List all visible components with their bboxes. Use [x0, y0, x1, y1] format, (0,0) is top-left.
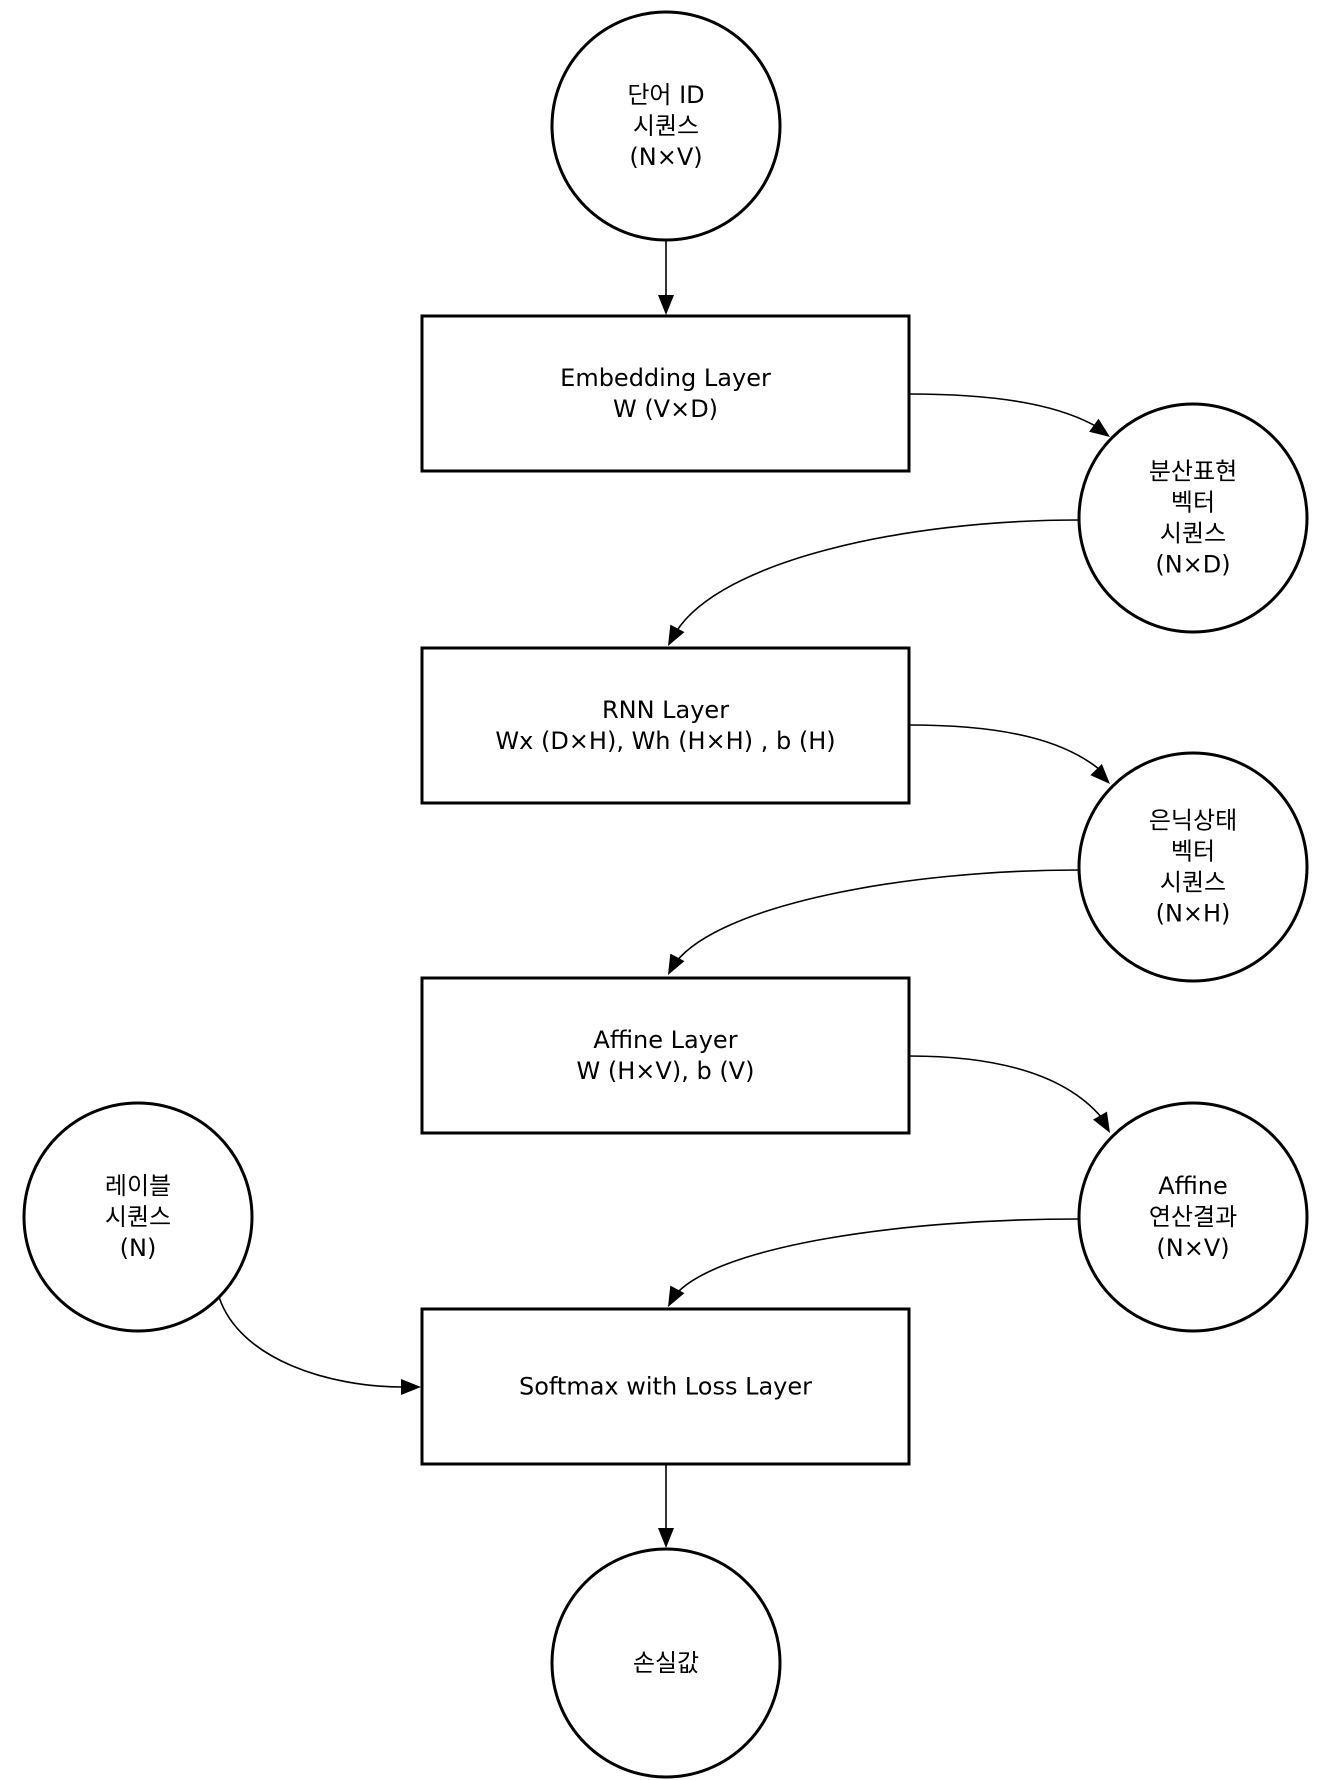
node-loss: 손실값 — [550, 1547, 782, 1779]
node-softmax-loss-layer: Softmax with Loss Layer — [420, 1307, 911, 1466]
nodes-layer: 단어 ID 시퀀스 (N×V) Embedding Layer W (V×D) 분산표현벡… — [22, 10, 1309, 1779]
node-label-line: 은닉상태 — [1149, 807, 1237, 835]
arrowhead-icon — [658, 295, 674, 315]
arrowhead-icon — [658, 1528, 674, 1548]
node-label-line: 연산결과 — [1149, 1203, 1237, 1231]
edge-labels-to-softmax-loss-layer — [218, 1296, 421, 1395]
node-label-line: Wx (D×H), Wh (H×H) , b (H) — [495, 727, 835, 755]
arrowhead-icon — [1089, 418, 1110, 437]
node-circle — [22, 1101, 254, 1333]
node-embedding-layer: Embedding Layer W (V×D) — [420, 314, 911, 473]
node-box — [420, 646, 911, 805]
edges-layer — [218, 240, 1110, 1548]
edge-line — [675, 519, 1080, 633]
arrowhead-icon — [668, 1285, 685, 1307]
edge-line — [675, 1218, 1080, 1295]
node-label-line: Affine Layer — [593, 1026, 737, 1054]
arrowhead-icon — [401, 1379, 421, 1395]
node-label-line: RNN Layer — [602, 696, 729, 724]
node-label-line: 시퀀스 — [633, 112, 699, 140]
node-label-line: 벡터 — [1171, 489, 1215, 517]
node-label-line: 시퀀스 — [1160, 869, 1226, 897]
node-label-line: (N) — [120, 1234, 157, 1262]
node-circle — [550, 10, 782, 242]
node-circle — [550, 1547, 782, 1779]
edge-line — [218, 1296, 404, 1388]
edge-embedding-layer-to-embedding-vectors — [908, 393, 1110, 437]
node-label-line: 벡터 — [1171, 838, 1215, 866]
node-label-line: (N×D) — [1155, 551, 1230, 579]
node-label-line: Softmax with Loss Layer — [519, 1373, 812, 1401]
node-label-line: W (V×D) — [613, 395, 718, 423]
edge-line — [908, 1055, 1103, 1119]
edge-word-ids-to-embedding-layer — [658, 240, 674, 315]
edge-line — [908, 724, 1100, 770]
node-label-line: Embedding Layer — [560, 364, 771, 392]
node-circle — [1077, 751, 1309, 983]
edge-softmax-loss-layer-to-loss — [658, 1465, 674, 1548]
arrowhead-icon — [668, 953, 685, 975]
node-label-line: 손실값 — [633, 1649, 699, 1677]
node-word-ids: 단어 ID 시퀀스 (N×V) — [550, 10, 782, 242]
node-affine-layer: Affine Layer W (H×V), b (V) — [420, 976, 911, 1135]
edge-embedding-vectors-to-rnn-layer — [668, 519, 1080, 646]
edge-line — [675, 869, 1080, 963]
edge-rnn-layer-to-hidden-states — [908, 724, 1110, 784]
node-label-line: 분산표현 — [1149, 458, 1237, 486]
node-label-line: 레이블 — [105, 1172, 171, 1200]
arrowhead-icon — [1090, 764, 1110, 784]
node-box — [420, 1307, 911, 1466]
node-box — [420, 314, 911, 473]
edge-line — [908, 393, 1100, 429]
node-label-line: 시퀀스 — [1160, 520, 1226, 548]
node-affine-output: Affine 연산결과 (N×V) — [1077, 1101, 1309, 1333]
node-label-line: W (H×V), b (V) — [577, 1057, 755, 1085]
node-label-line: (N×H) — [1156, 900, 1231, 928]
node-circle — [1077, 402, 1309, 634]
node-label-line: Affine — [1158, 1172, 1228, 1200]
arrowhead-icon — [668, 624, 685, 646]
node-label-line: (N×V) — [629, 143, 702, 171]
edge-affine-output-to-softmax-loss-layer — [668, 1218, 1080, 1307]
edge-affine-layer-to-affine-output — [908, 1055, 1110, 1133]
edge-hidden-states-to-affine-layer — [668, 869, 1080, 975]
node-label-line: 시퀀스 — [105, 1203, 171, 1231]
node-label-line: 단어 ID — [627, 81, 704, 109]
arrowhead-icon — [1093, 1111, 1110, 1133]
node-label-line: (N×V) — [1156, 1234, 1229, 1262]
node-circle — [1077, 1101, 1309, 1333]
node-rnn-layer: RNN Layer Wx (D×H), Wh (H×H) , b (H) — [420, 646, 911, 805]
node-box — [420, 976, 911, 1135]
